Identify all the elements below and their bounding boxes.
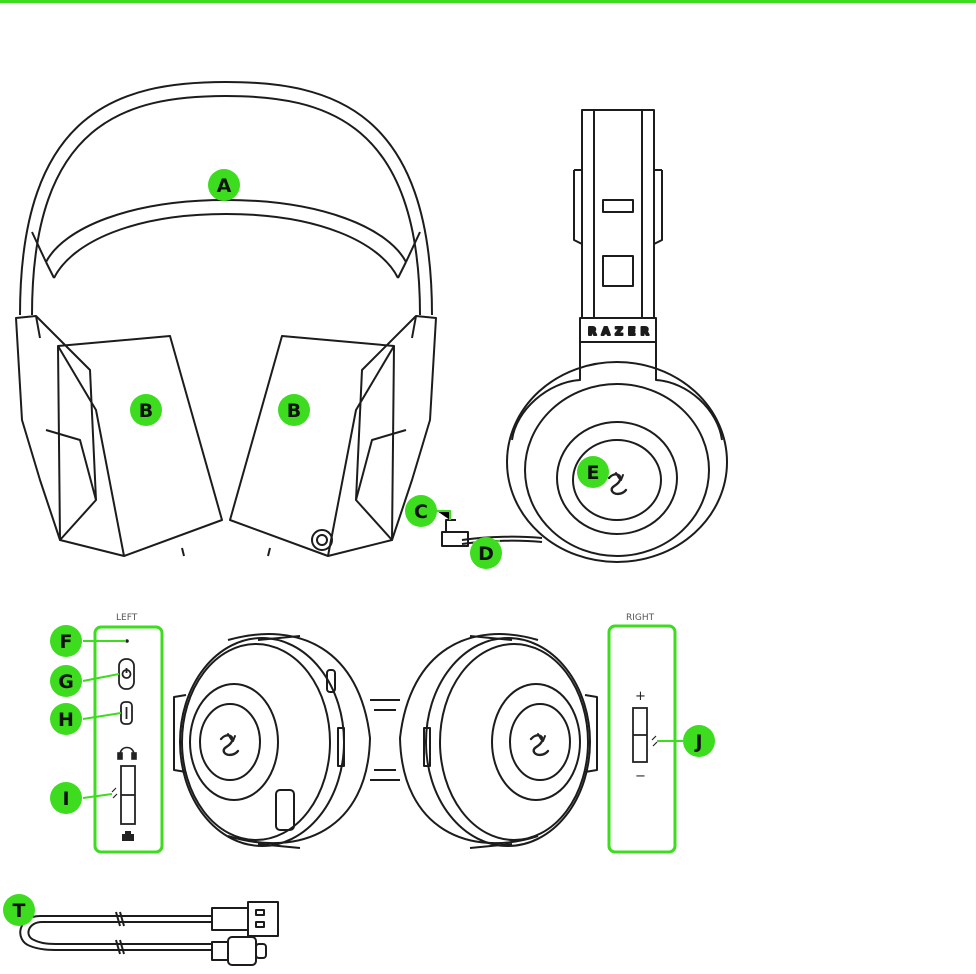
svg-text:G: G [58,671,74,693]
svg-text:E: E [587,462,600,484]
svg-text:D: D [478,543,494,565]
earcup-side [507,342,727,562]
usb-a-connector [212,902,278,936]
headband-bottom [370,700,400,780]
svg-text:I: I [62,788,69,810]
callout-h: H [50,703,82,735]
svg-text:F: F [60,631,73,653]
right-earcup-front [230,316,436,556]
leader-h [83,713,121,719]
usb-cable [20,902,278,965]
leader-g [83,674,119,681]
callout-i: I [50,782,82,814]
left-panel-title: LEFT [116,613,138,623]
power-button [119,659,134,689]
front-view-headset [16,82,436,556]
svg-text:B: B [287,400,301,422]
bottom-view-headset [174,634,597,848]
svg-text:T: T [13,900,26,922]
usb-c-port [121,702,132,724]
callout-t: T [3,894,35,926]
leader-c [437,511,450,520]
right-cup-bottom [400,634,597,848]
left-earcup-front [16,316,222,556]
volume-rocker [633,708,657,762]
callout-j: J [683,725,715,757]
callout-g: G [50,665,82,697]
callout-d: D [470,537,502,569]
leader-i [83,794,112,798]
svg-text:C: C [414,501,428,523]
svg-text:A: A [217,175,232,197]
callout-f: F [50,625,82,657]
callout-b-right: B [278,394,310,426]
callout-b-left: B [130,394,162,426]
svg-text:H: H [58,709,74,731]
brand-label: RAZER [588,325,654,338]
right-panel-title: RIGHT [626,613,655,623]
callout-c: C [405,495,437,527]
chat-balance-slider [112,766,135,824]
callout-a: A [208,169,240,201]
svg-text:J: J [693,731,702,753]
svg-text:B: B [139,400,153,422]
side-view-headset: RAZER [442,110,727,562]
right-controls-panel: RIGHT + − [609,613,675,852]
mic-chat-icon [122,831,134,841]
left-cup-bottom [174,634,370,848]
volume-down-symbol: − [635,769,646,784]
headphone-icon [118,748,136,760]
headband-side [574,110,662,342]
usb-c-connector [212,937,266,965]
callout-e: E [577,456,609,488]
volume-up-symbol: + [635,689,646,704]
left-controls-panel: LEFT [95,613,162,852]
